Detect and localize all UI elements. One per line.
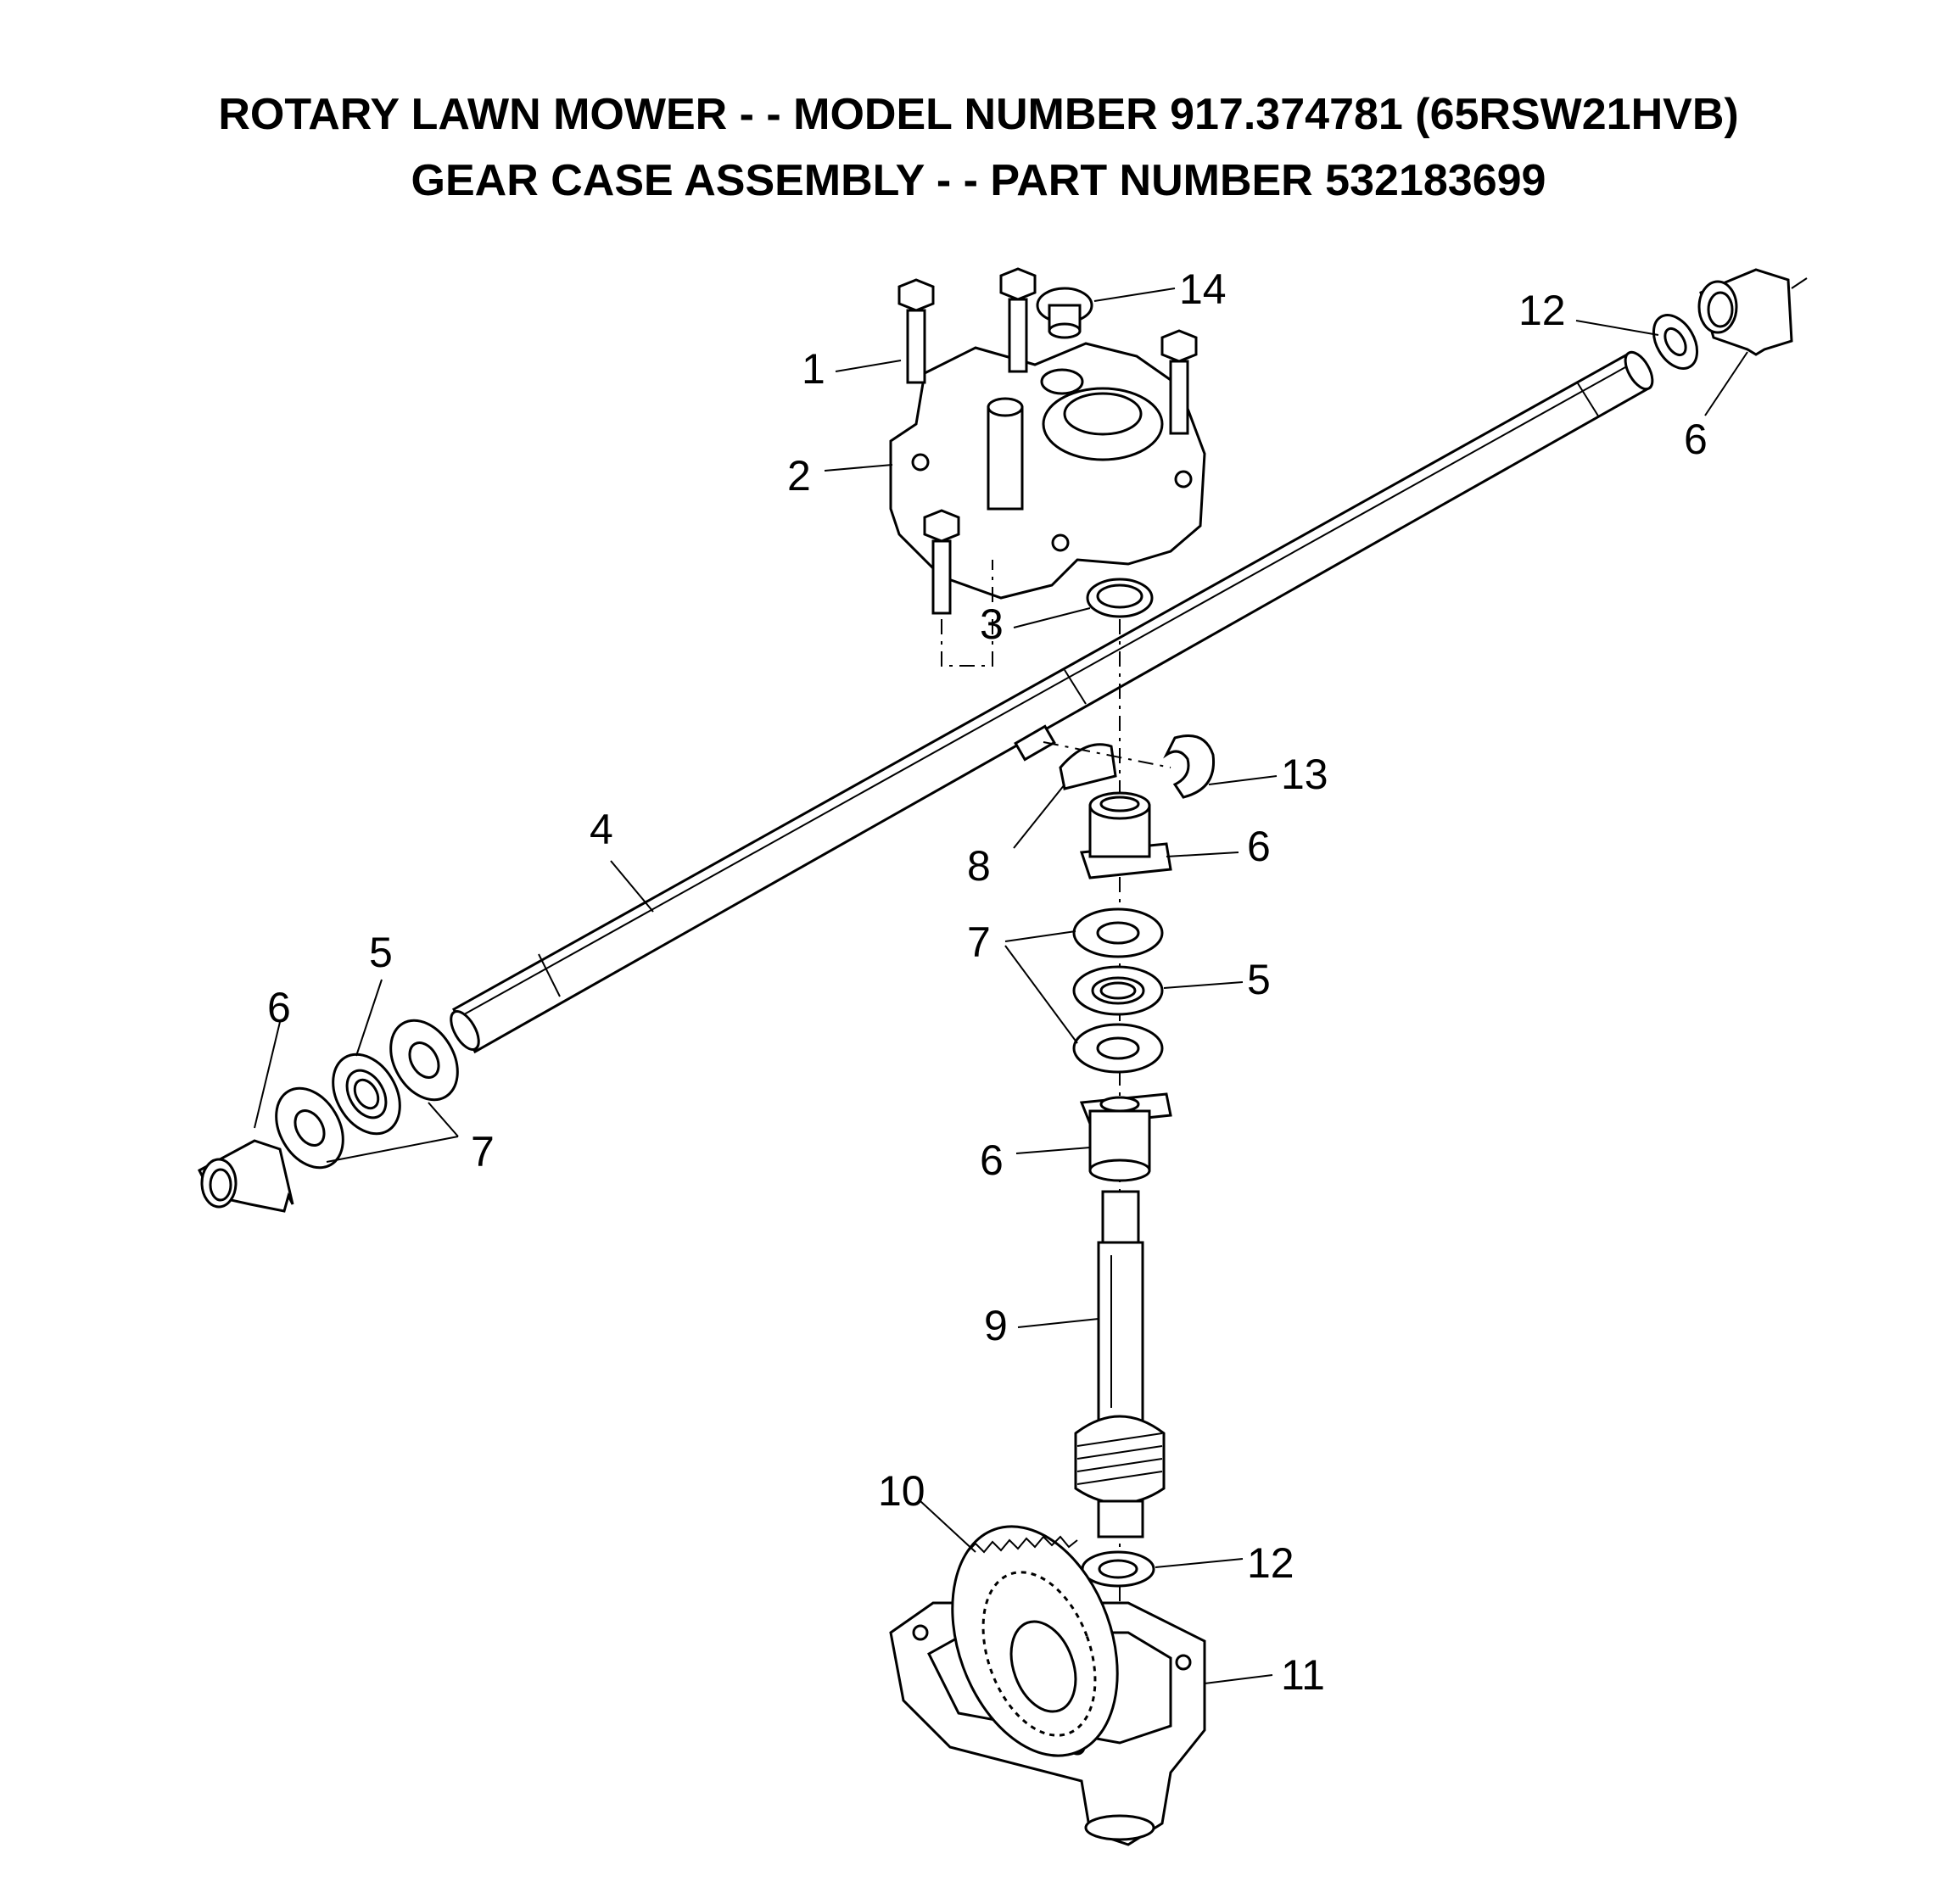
retaining-ring bbox=[1163, 734, 1216, 799]
bolt bbox=[999, 267, 1037, 373]
right-washer bbox=[1652, 314, 1699, 370]
callout-5-center: 5 bbox=[1247, 956, 1271, 1003]
callout-12-lower: 12 bbox=[1247, 1539, 1294, 1587]
callout-7-left: 7 bbox=[471, 1128, 495, 1175]
callout-8: 8 bbox=[967, 842, 991, 890]
diagram-title: ROTARY LAWN MOWER - - MODEL NUMBER 917.3… bbox=[0, 81, 1957, 214]
callout-3: 3 bbox=[980, 600, 1004, 648]
bolt bbox=[923, 509, 960, 615]
bearing-washer bbox=[332, 1053, 401, 1136]
flange-bearing bbox=[1079, 791, 1172, 879]
worm-gear bbox=[951, 1525, 1119, 1757]
callout-14: 14 bbox=[1179, 265, 1227, 313]
bolt bbox=[897, 278, 935, 384]
callout-1: 1 bbox=[802, 345, 825, 393]
oil-seal bbox=[1086, 578, 1154, 618]
callout-13: 13 bbox=[1281, 751, 1328, 798]
callout-4: 4 bbox=[590, 806, 613, 853]
callout-7-center: 7 bbox=[967, 918, 991, 966]
worm-shaft bbox=[1074, 1190, 1166, 1538]
callout-6-right: 6 bbox=[1684, 416, 1708, 463]
callout-2: 2 bbox=[787, 452, 811, 500]
callout-12-right: 12 bbox=[1518, 287, 1566, 334]
callout-10: 10 bbox=[878, 1467, 925, 1515]
thrust-washer bbox=[275, 1086, 344, 1170]
leader-lines bbox=[254, 288, 1748, 1684]
callout-9: 9 bbox=[984, 1302, 1008, 1349]
callout-11: 11 bbox=[1281, 1651, 1325, 1699]
woodruff-key bbox=[1059, 743, 1117, 790]
gear-case-cover bbox=[889, 342, 1206, 600]
callout-labels: 1 2 3 4 5 5 6 6 6 6 7 7 8 9 10 11 12 12 … bbox=[267, 265, 1708, 1699]
callout-6-center-lower: 6 bbox=[980, 1136, 1004, 1184]
axle-shaft bbox=[450, 350, 1654, 1054]
thrust-washer bbox=[389, 1019, 459, 1102]
thrust-washer bbox=[1072, 1023, 1164, 1074]
callout-6-center-upper: 6 bbox=[1247, 823, 1271, 870]
left-flange-bearing bbox=[198, 1139, 294, 1213]
title-line-1: ROTARY LAWN MOWER - - MODEL NUMBER 917.3… bbox=[218, 90, 1739, 139]
cover-bolts bbox=[897, 267, 1198, 667]
bolt bbox=[1160, 329, 1198, 435]
title-line-2: GEAR CASE ASSEMBLY - - PART NUMBER 53218… bbox=[411, 156, 1546, 205]
lower-washer bbox=[1081, 1550, 1155, 1588]
flange-bearing-lower bbox=[1079, 1092, 1172, 1182]
callout-6-left: 6 bbox=[267, 984, 291, 1031]
left-washer-stack bbox=[275, 1019, 459, 1170]
bearing-washer bbox=[1072, 965, 1164, 1016]
vent-cap bbox=[1036, 287, 1093, 339]
right-flange-bearing bbox=[1697, 268, 1808, 356]
thrust-washer bbox=[1072, 907, 1164, 958]
washer-stack bbox=[1072, 907, 1164, 1074]
callout-5-left: 5 bbox=[369, 929, 393, 976]
